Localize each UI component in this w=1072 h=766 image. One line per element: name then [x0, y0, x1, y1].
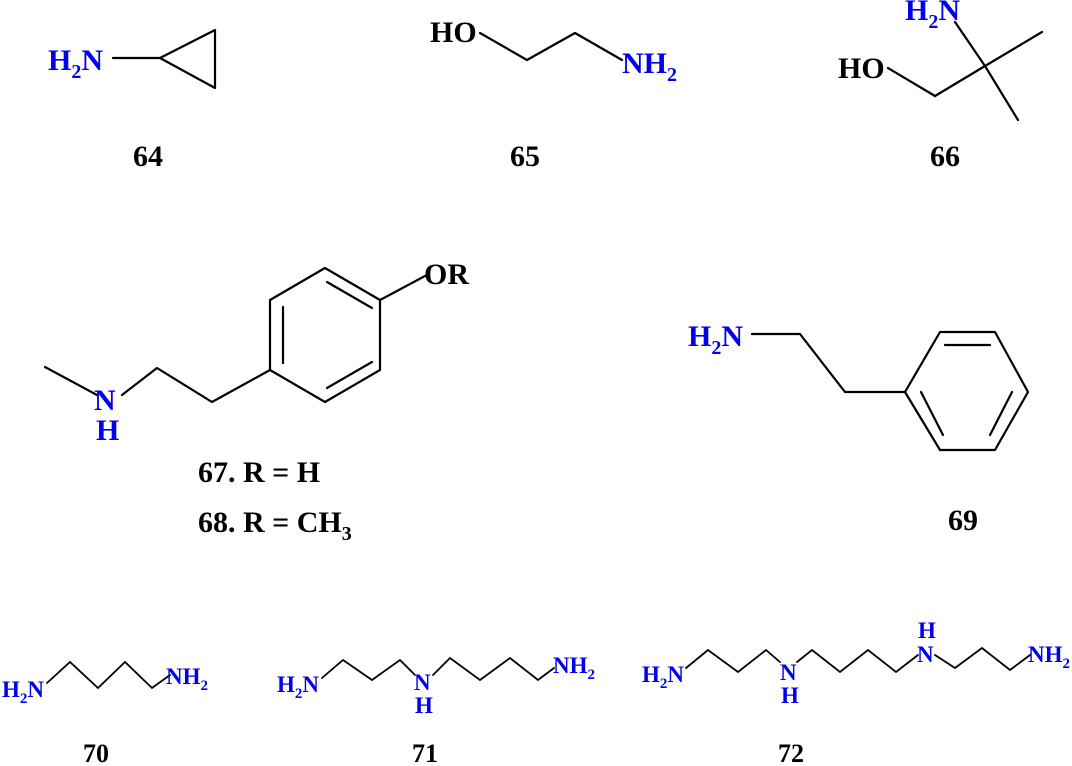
- compound-label-68: 68. R = CH3: [198, 506, 352, 545]
- ethyl-chain: [750, 332, 907, 394]
- amine-group: NH2: [166, 664, 208, 694]
- compound-label-69: 69: [948, 504, 978, 537]
- carbon-chain: [46, 660, 171, 690]
- compound-66: H2N HO 66: [838, 0, 1044, 173]
- bond: [933, 64, 987, 98]
- bond: [953, 20, 987, 68]
- amine-hydrogen: H: [415, 693, 433, 718]
- amine-group: NH2: [553, 653, 595, 683]
- amine-nitrogen: N: [917, 642, 934, 667]
- amine-hydrogen: H: [918, 618, 936, 643]
- amine-group: NH2: [1028, 642, 1070, 672]
- bond: [43, 365, 99, 397]
- aromatic-bond: [988, 390, 1014, 437]
- amine-group: H2N: [688, 320, 743, 359]
- bond: [886, 66, 937, 98]
- hydroxyl-group: HO: [430, 16, 477, 49]
- carbon-chain: [685, 648, 781, 674]
- compound-67-68: N H OR 67. R = H 68. R = CH3: [43, 258, 469, 545]
- carbon-chain: [478, 31, 624, 62]
- amine-group: H2N: [48, 44, 103, 83]
- compound-65: HO NH2 65: [430, 16, 677, 173]
- compound-71: H2N N H NH2 71: [277, 653, 595, 766]
- or-group: OR: [424, 258, 469, 291]
- aromatic-bond: [919, 390, 945, 437]
- compound-label-67: 67. R = H: [198, 456, 320, 489]
- aromatic-bond: [325, 360, 374, 390]
- amine-hydrogen: H: [96, 414, 119, 447]
- amine-nitrogen: N: [94, 384, 116, 417]
- compound-label-72: 72: [778, 739, 804, 766]
- amine-group: NH2: [622, 47, 677, 86]
- benzene-ring: [903, 330, 1030, 452]
- carbon-chain: [934, 646, 1031, 672]
- amine-hydrogen: H: [781, 683, 799, 708]
- carbon-chain: [796, 648, 919, 674]
- compound-label-64: 64: [133, 140, 163, 173]
- amine-group: H2N: [2, 677, 44, 707]
- amine-nitrogen: N: [780, 660, 797, 685]
- carbon-chain: [432, 656, 555, 682]
- compound-69: H2N 69: [688, 320, 1030, 537]
- benzene-ring: [268, 266, 382, 404]
- bond: [378, 274, 427, 302]
- amine-group: H2N: [642, 662, 684, 692]
- bond: [983, 64, 1020, 122]
- compound-label-70: 70: [83, 739, 109, 766]
- cyclopropane-ring: [158, 28, 217, 90]
- amine-group: H2N: [905, 0, 960, 33]
- compound-72: H2N N H H N NH2 72: [642, 618, 1070, 766]
- compound-label-71: 71: [412, 739, 438, 766]
- amine-nitrogen: N: [414, 670, 431, 695]
- compound-label-66: 66: [930, 140, 960, 173]
- aromatic-bond: [325, 280, 374, 310]
- carbon-chain: [321, 658, 416, 682]
- ethyl-chain: [120, 366, 272, 404]
- compound-64: H2N 64: [48, 28, 217, 173]
- hydroxyl-group: HO: [838, 52, 885, 85]
- compound-70: H2N NH2 70: [2, 660, 208, 766]
- compound-label-65: 65: [510, 140, 540, 173]
- amine-group: H2N: [277, 672, 319, 702]
- bond: [983, 30, 1044, 68]
